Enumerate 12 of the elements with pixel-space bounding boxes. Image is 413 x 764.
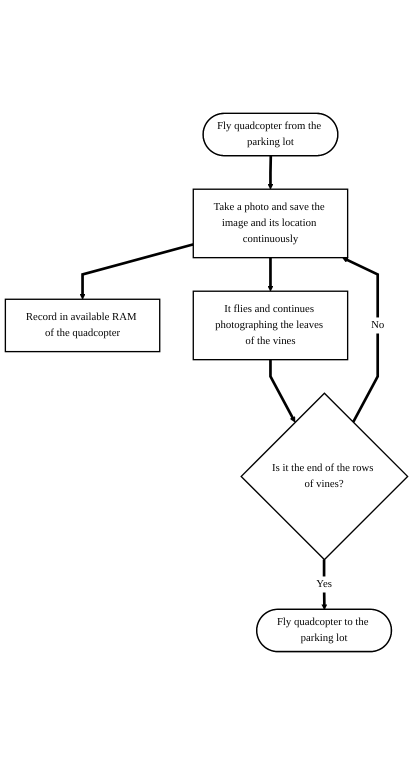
edge-label: No <box>371 318 384 330</box>
node-box: Take a photo and save the image and its location continuously <box>192 188 348 258</box>
arrow <box>80 242 194 300</box>
arrow <box>321 559 328 610</box>
arrow <box>268 257 274 291</box>
node-box: It flies and continues photographing the leaves of the vines <box>192 290 348 360</box>
edge-label: Yes <box>316 578 332 590</box>
arrow <box>342 256 380 422</box>
node-box: Record in available RAM of the quadcopter <box>4 298 160 352</box>
arrow <box>268 155 274 189</box>
node-diamond: Is it the end of the rows of vines? <box>240 392 409 560</box>
arrow <box>269 359 296 422</box>
